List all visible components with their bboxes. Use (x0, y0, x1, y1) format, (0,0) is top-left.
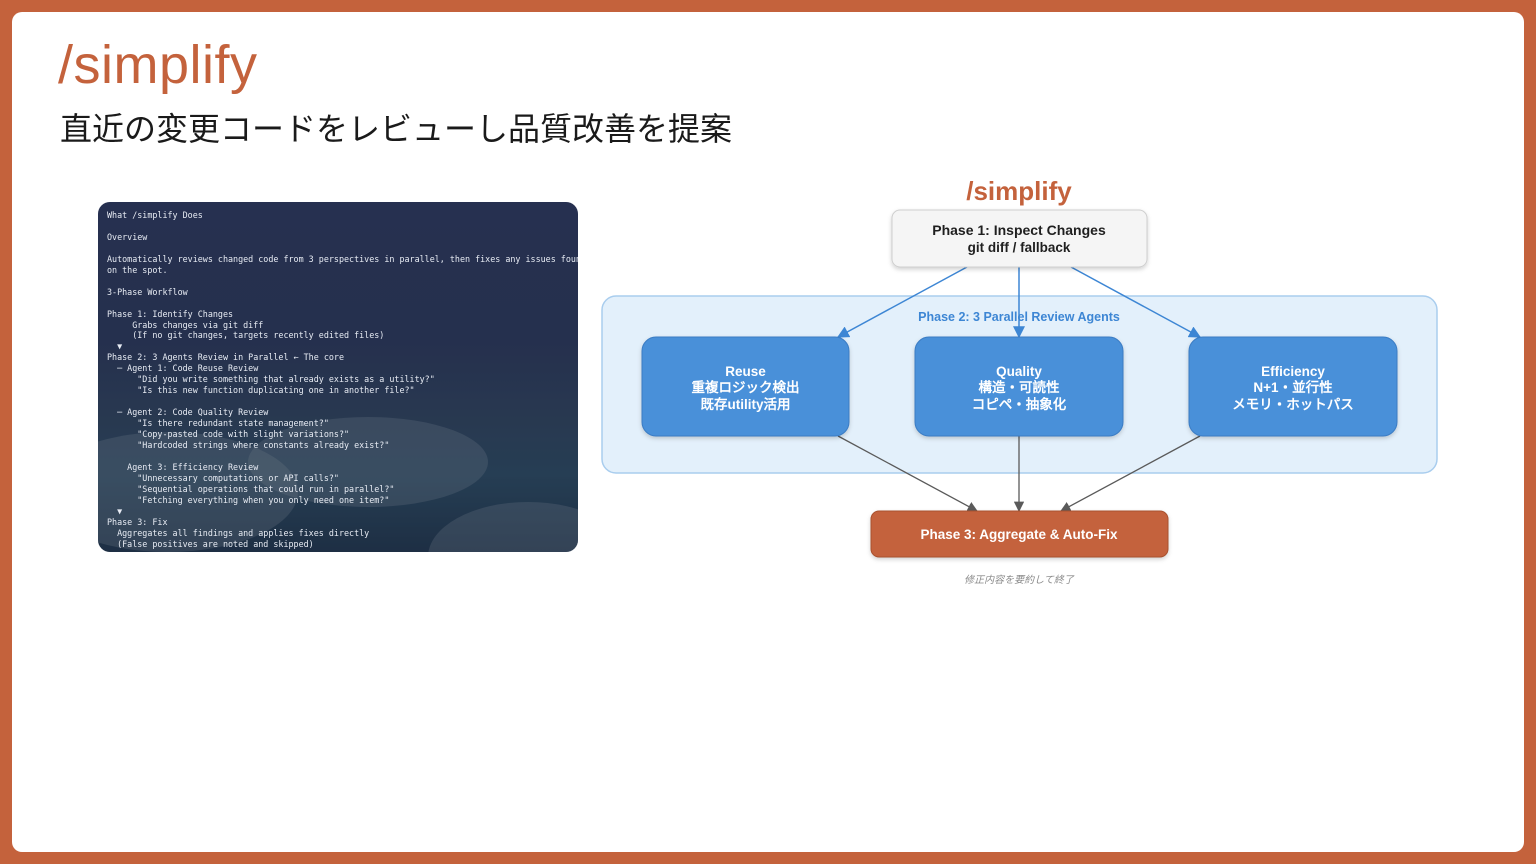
agent-desc-2: コピペ・抽象化 (972, 396, 1067, 412)
background-rock (248, 417, 488, 507)
agent-desc-2: メモリ・ホットパス (1232, 397, 1354, 412)
arrow-phase1-to-reuse (836, 266, 968, 338)
agent-desc-1: N+1・並行性 (1253, 379, 1333, 395)
agent-box-bg (914, 336, 1124, 437)
slide-subtitle: 直近の変更コードをレビューし品質改善を提案 (60, 110, 733, 148)
slide: /simplify 直近の変更コードをレビューし品質改善を提案 What /si… (12, 12, 1524, 852)
arrow-reuse-to-phase3 (837, 435, 978, 512)
arrow-efficiency-to-phase3 (1060, 435, 1201, 512)
terminal-shade (98, 202, 578, 552)
diagram-title: /simplify (966, 176, 1072, 206)
agent-name: Efficiency (1261, 364, 1325, 379)
footer-note: 修正内容を要約して終了 (964, 574, 1075, 586)
arrow-phase1-to-efficiency (1070, 266, 1202, 338)
phase1-title: Phase 1: Inspect Changes (932, 222, 1106, 238)
phase3-box (870, 510, 1169, 558)
agent-name: Reuse (725, 364, 766, 379)
agent-quality-box: Quality 構造・可読性 コピペ・抽象化 (914, 336, 1124, 437)
workflow-diagram: /simplify Phase 2: 3 Parallel Review Age… (601, 176, 1438, 586)
slide-title: /simplify (58, 35, 258, 95)
phase3-label: Phase 3: Aggregate & Auto-Fix (920, 527, 1118, 542)
agent-box-bg (1188, 336, 1398, 437)
agent-reuse-box: Reuse 重複ロジック検出 既存utility活用 (641, 336, 850, 437)
agent-desc-1: 構造・可読性 (979, 379, 1060, 395)
phase1-subtitle: git diff / fallback (968, 240, 1071, 255)
agent-desc-2: 既存utility活用 (701, 396, 791, 412)
agent-efficiency-box: Efficiency N+1・並行性 メモリ・ホットパス (1188, 336, 1398, 437)
agent-name: Quality (996, 364, 1042, 379)
terminal-screenshot: What /simplify Does Overview Automatical… (98, 202, 578, 552)
agent-box-bg (641, 336, 850, 437)
background-rock (98, 432, 298, 552)
agent-desc-1: 重複ロジック検出 (692, 379, 800, 395)
phase1-box (891, 209, 1148, 268)
terminal-text: What /simplify Does Overview Automatical… (107, 210, 578, 549)
